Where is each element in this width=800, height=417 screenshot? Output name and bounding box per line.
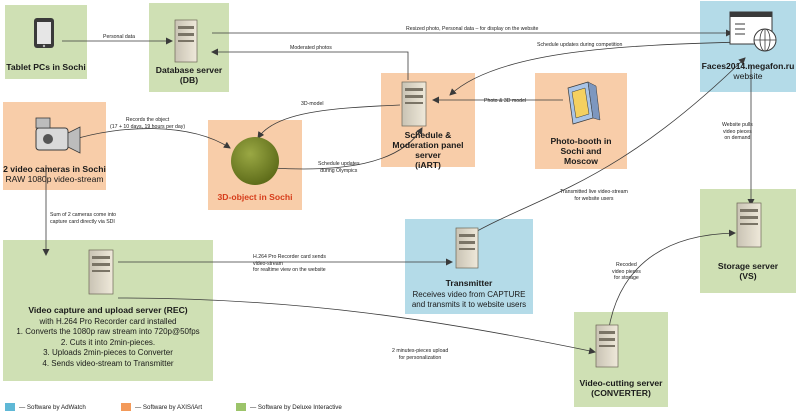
legend-label: — Software by Deluxe Interactive bbox=[250, 403, 342, 411]
legend-deluxe: — Software by Deluxe Interactive bbox=[236, 403, 342, 411]
edge-upload-2min bbox=[117, 297, 596, 355]
legend-swatch-blue bbox=[5, 403, 15, 411]
video-camera-icon bbox=[35, 117, 81, 154]
capture-description: with H.264 Pro Recorder card installed 1… bbox=[3, 317, 213, 369]
label-schedule-updates-competition: Schedule updates during competition bbox=[537, 42, 623, 48]
capture-desc-line: 2. Cuts it into 2min-pieces. bbox=[60, 337, 156, 347]
cameras-name: 2 video cameras in Sochi bbox=[3, 164, 106, 174]
legend-swatch-green bbox=[236, 403, 246, 411]
label-recoded: Recoded video pieces for storage bbox=[612, 262, 641, 282]
label-line: Sum of 2 cameras come into bbox=[50, 212, 117, 218]
label-line: video pieces bbox=[612, 268, 641, 275]
label-photo-3d-model: Photo & 3D model bbox=[484, 98, 527, 104]
label-upload-2min: 2 minutes-pieces upload for personalizat… bbox=[392, 348, 448, 361]
label-website-pulls: Website pulls video pieces on demand bbox=[722, 122, 753, 142]
schedule-name: Schedule & Moderation panel server bbox=[392, 130, 464, 160]
legend-adwatch: — Software by AdWatch bbox=[5, 403, 86, 411]
schedule-title: Schedule & Moderation panel server (iART… bbox=[381, 130, 475, 171]
label-line: for storage bbox=[614, 275, 639, 281]
label-line: video pieces bbox=[722, 128, 752, 135]
transmitter-desc-line: and transmits it to website users bbox=[411, 300, 527, 310]
legend-label: — Software by AdWatch bbox=[19, 403, 86, 411]
capture-desc-line: 3. Uploads 2min-pieces to Converter bbox=[43, 348, 173, 358]
label-line: Schedule updates bbox=[318, 161, 360, 167]
cameras-sub: RAW 1080p video-stream bbox=[5, 173, 104, 184]
photo-booth-icon bbox=[567, 81, 601, 125]
capture-title: Video capture and upload server (REC) bbox=[28, 305, 188, 315]
database-title: Database server (DB) bbox=[149, 65, 229, 86]
converter-title: Video-cutting server (CONVERTER) bbox=[574, 378, 668, 399]
legend-label: — Software by AXIS/iArt bbox=[135, 403, 203, 411]
edge-schedule-updates-olympics bbox=[271, 127, 423, 170]
label-transmitted-live: Transmitted live video-stream for websit… bbox=[560, 189, 628, 202]
transmitter-description: Receives video from CAPTURE and transmit… bbox=[405, 290, 533, 311]
label-line: capture card directly via SDI bbox=[50, 218, 115, 225]
capture-desc-line: with H.264 Pro Recorder card installed bbox=[39, 317, 177, 326]
label-moderated-photos: Moderated photos bbox=[290, 45, 332, 51]
label-schedule-updates-olympics: Schedule updates during Olympics bbox=[318, 161, 360, 174]
website-icon bbox=[729, 11, 777, 52]
label-line: H.264 Pro Recorder card sends bbox=[253, 254, 326, 260]
edge-transmitted-live bbox=[469, 57, 746, 236]
capture-desc-line: 1. Converts the 1080p raw stream into 72… bbox=[16, 327, 200, 337]
transmitter-title: Transmitter bbox=[445, 278, 493, 288]
3d-object-sphere bbox=[231, 137, 279, 185]
edge-recoded bbox=[606, 229, 736, 343]
converter-box bbox=[574, 312, 668, 407]
label-line: Records the object bbox=[125, 117, 170, 123]
label-records-object: Records the object (17 + 10 days, 19 hou… bbox=[110, 117, 185, 130]
database-server-icon bbox=[174, 19, 198, 63]
capture-desc-line: 4. Sends video-stream to Transmitter bbox=[42, 358, 174, 368]
label-line: (17 + 10 days, 19 hours per day) bbox=[110, 123, 186, 130]
schedule-server-icon bbox=[401, 81, 427, 127]
label-line: for personalization bbox=[398, 354, 442, 361]
storage-title: Storage server (VS) bbox=[700, 261, 796, 282]
storage-server-icon bbox=[736, 202, 762, 248]
database-name: Database server bbox=[155, 65, 223, 75]
label-line: during Olympics bbox=[320, 167, 358, 174]
storage-sub: (VS) bbox=[739, 270, 757, 281]
transmitter-server-icon bbox=[455, 227, 479, 269]
label-personal-data: Personal data bbox=[103, 34, 136, 40]
photobooth-title: Photo-booth in Sochi and Moscow bbox=[550, 136, 612, 166]
label-line: for realtime view on the website bbox=[253, 267, 326, 273]
label-line: 2 minutes-pieces upload bbox=[392, 348, 449, 354]
edge-moderated-photos bbox=[211, 48, 409, 80]
legend-axis-iart: — Software by AXIS/iArt bbox=[121, 403, 202, 411]
converter-server-icon bbox=[595, 324, 619, 368]
legend-swatch-orange bbox=[121, 403, 131, 411]
storage-name: Storage server bbox=[717, 261, 779, 271]
converter-name: Video-cutting server bbox=[579, 378, 663, 388]
tablet-icon bbox=[34, 18, 54, 48]
label-h264-card: H.264 Pro Recorder card sends video-stre… bbox=[253, 254, 326, 274]
label-resized-photo: Resized photo, Personal data – for displ… bbox=[406, 26, 539, 32]
database-sub: (DB) bbox=[179, 74, 199, 85]
website-sub: website bbox=[733, 70, 763, 81]
transmitter-desc-line: Receives video from CAPTURE bbox=[412, 290, 526, 299]
capture-server-icon bbox=[88, 249, 114, 295]
edge-schedule-updates-competition bbox=[449, 41, 743, 96]
edge-3d-model bbox=[257, 104, 401, 139]
schedule-sub: (iART) bbox=[415, 159, 441, 170]
object3d-title: 3D-object in Sochi bbox=[217, 192, 293, 202]
cameras-title: 2 video cameras in Sochi RAW 1080p video… bbox=[3, 164, 106, 185]
label-line: Transmitted live video-stream bbox=[560, 189, 628, 195]
label-3d-model: 3D-model bbox=[301, 101, 324, 107]
label-sum-cameras: Sum of 2 cameras come into capture card … bbox=[50, 212, 116, 225]
label-line: video-stream bbox=[253, 260, 283, 267]
label-line: Website pulls bbox=[722, 122, 753, 128]
tablets-title: Tablet PCs in Sochi bbox=[6, 62, 86, 72]
converter-sub: (CONVERTER) bbox=[591, 387, 651, 398]
label-line: for website users bbox=[574, 195, 614, 202]
website-name: Faces2014.megafon.ru bbox=[701, 61, 795, 71]
label-line: Recoded bbox=[616, 262, 637, 268]
website-title: Faces2014.megafon.ru website bbox=[700, 61, 796, 82]
label-line: on demand bbox=[724, 135, 751, 141]
edge-records-object bbox=[71, 128, 231, 149]
